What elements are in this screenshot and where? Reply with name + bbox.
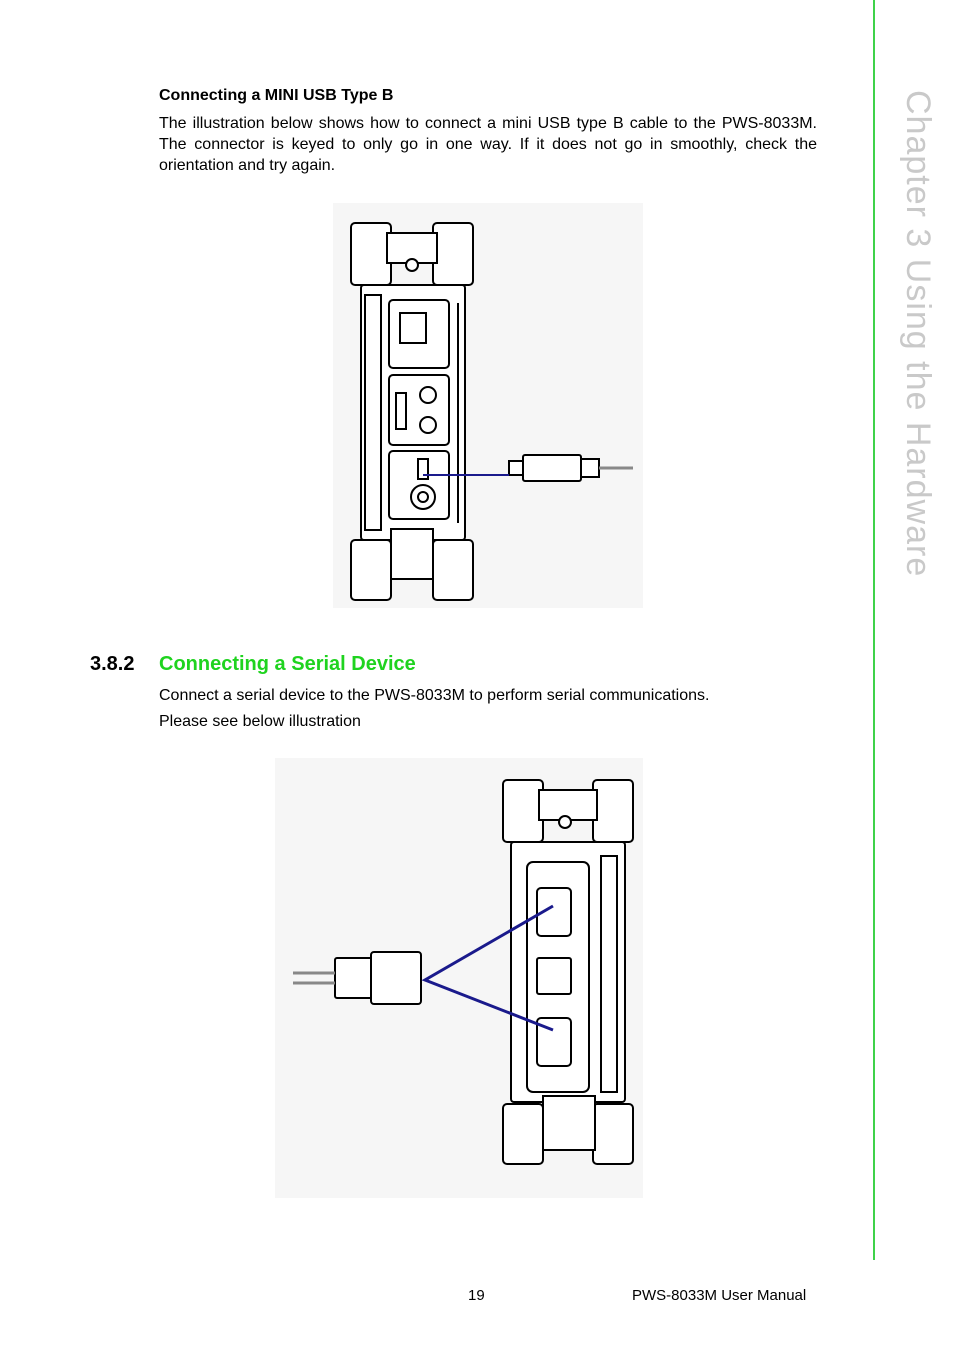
section-title: Connecting a Serial Device xyxy=(159,653,416,675)
chapter-side-title: Chapter 3 Using the Hardware xyxy=(899,90,937,578)
mini-usb-connection-illustration xyxy=(333,203,643,608)
chapter-side-rule xyxy=(873,0,875,1260)
serial-paragraph-1: Connect a serial device to the PWS-8033M… xyxy=(159,687,710,704)
page-number: 19 xyxy=(468,1287,485,1304)
usb-paragraph: The illustration below shows how to conn… xyxy=(159,115,817,174)
manual-title: PWS-8033M User Manual xyxy=(632,1287,807,1304)
serial-connection-illustration xyxy=(275,758,643,1198)
serial-paragraph-2: Please see below illustration xyxy=(159,713,361,730)
usb-subheading: Connecting a MINI USB Type B xyxy=(159,87,394,104)
section-number: 3.8.2 xyxy=(90,653,135,675)
